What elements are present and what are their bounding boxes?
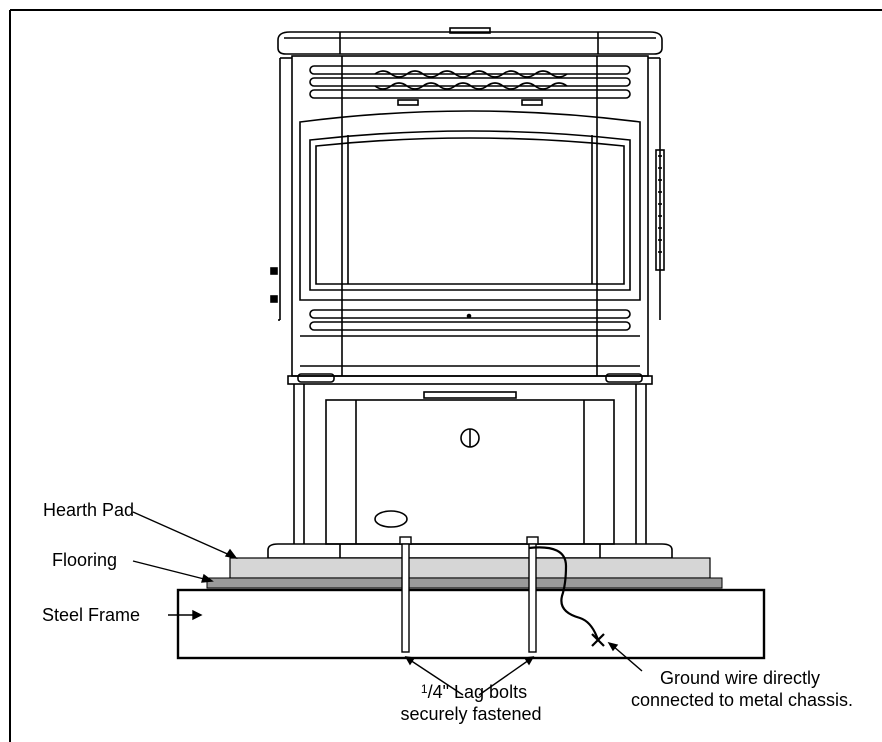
leader-lines: [132, 511, 643, 696]
label-ground-wire-line1: Ground wire directly: [660, 668, 820, 688]
lag-bolt-text: " Lag bolts: [443, 682, 527, 702]
hearth-pad: [229, 557, 711, 579]
lag-bolt-fraction-denominator: /4: [428, 682, 443, 702]
stove-base: [267, 543, 673, 559]
label-lag-bolts-line2: securely fastened: [400, 704, 541, 724]
pellet-stove: [267, 27, 673, 559]
stove-waist: [287, 373, 653, 385]
label-steel-frame: Steel Frame: [42, 605, 140, 625]
stove-door: [299, 110, 641, 301]
lag-bolt-right: [526, 536, 539, 653]
pedestal: [293, 384, 647, 545]
label-flooring: Flooring: [52, 550, 117, 570]
lag-bolt-fraction-numerator: 1: [421, 682, 428, 696]
lag-bolt-left: [399, 536, 412, 653]
ground-wire: [528, 546, 605, 647]
label-lag-bolts-line1: 1/4" Lag bolts: [421, 682, 527, 702]
stove-upper-body: [278, 55, 661, 377]
ash-lip-grille: [300, 309, 640, 367]
page-border: [9, 9, 882, 742]
stove-top-cap: [277, 27, 663, 55]
flooring-layer: [206, 577, 723, 589]
side-controls: [270, 149, 665, 303]
steel-frame: [176, 588, 766, 660]
label-ground-wire-line2: connected to metal chassis.: [631, 690, 853, 710]
label-hearth-pad: Hearth Pad: [43, 500, 134, 520]
top-grille: [309, 65, 631, 106]
